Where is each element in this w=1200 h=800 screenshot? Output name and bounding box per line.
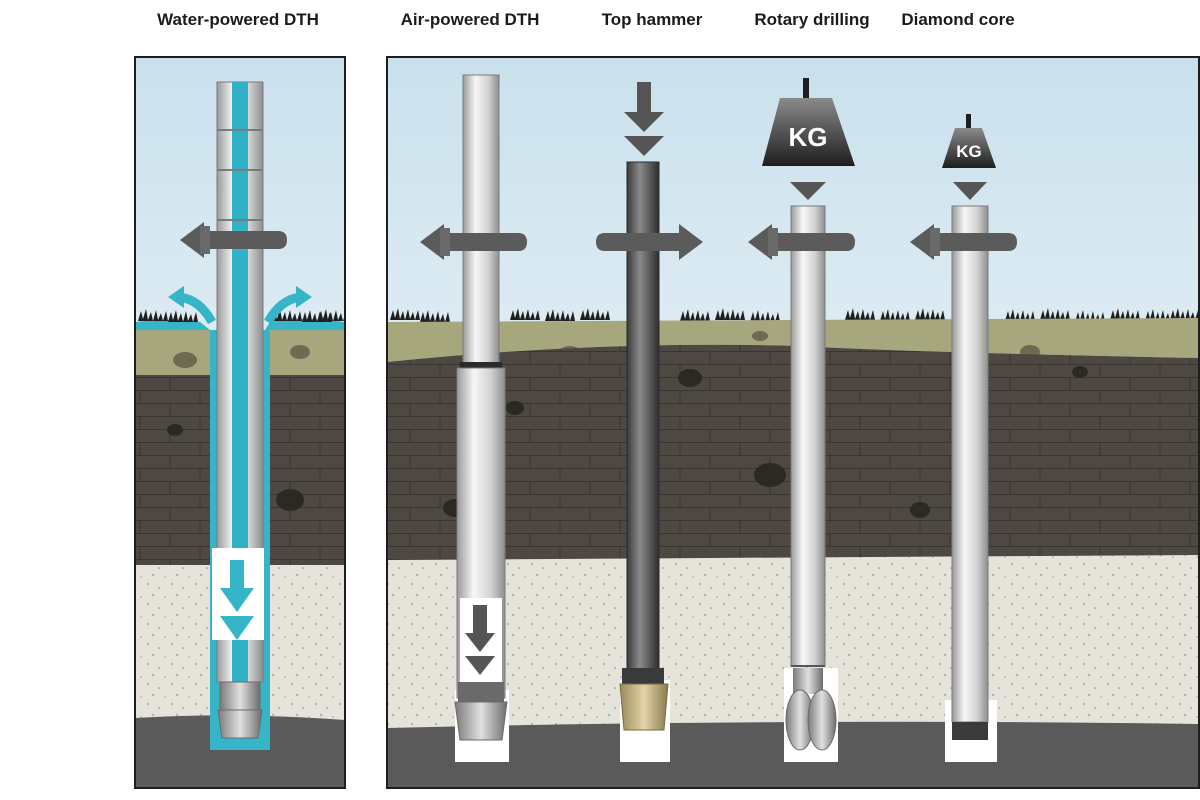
title-top-hammer: Top hammer bbox=[602, 10, 703, 29]
methods-panel-frame bbox=[386, 56, 1200, 789]
title-water-dth: Water-powered DTH bbox=[157, 10, 319, 29]
title-diamond-core: Diamond core bbox=[901, 10, 1014, 29]
water-dth-panel bbox=[135, 57, 345, 788]
title-air-dth: Air-powered DTH bbox=[401, 10, 540, 29]
rotary-rig: KG bbox=[748, 78, 855, 751]
rotary-weight-label: KG bbox=[789, 122, 828, 152]
diamond-weight-label: KG bbox=[956, 142, 982, 161]
water-dth-panel-frame bbox=[134, 56, 346, 789]
top-hammer-rig bbox=[596, 82, 703, 731]
title-rotary-drilling: Rotary drilling bbox=[754, 10, 869, 29]
air-dth-rig bbox=[420, 74, 527, 741]
diamond-core-rig: KG bbox=[910, 114, 1017, 740]
